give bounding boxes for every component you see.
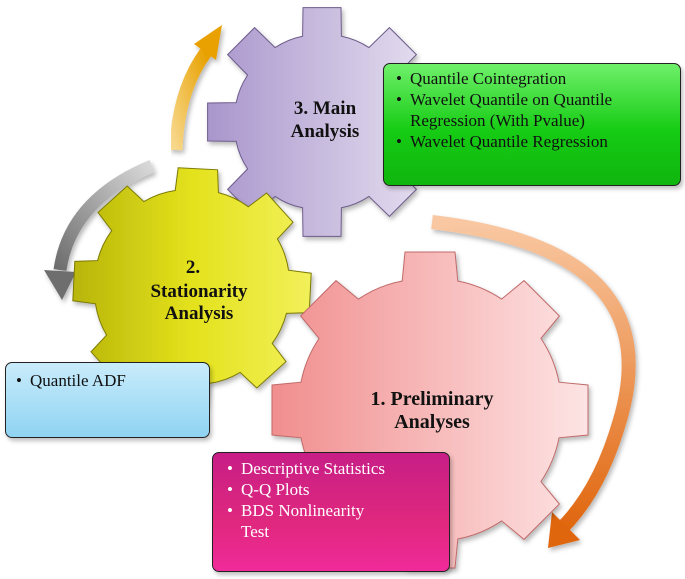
gear-stationarity-label-line1: 2. bbox=[186, 257, 200, 278]
preliminary-item-continuation: Test bbox=[241, 522, 270, 541]
gear-preliminary-label-line1: 1. Preliminary bbox=[371, 388, 494, 410]
main-analysis-item: Wavelet Quantile on Quantile bbox=[394, 89, 672, 110]
gear-preliminary-label-line2: Analyses bbox=[394, 411, 470, 433]
preliminary-box: Descriptive Statistics Q-Q Plots BDS Non… bbox=[212, 452, 450, 572]
gear-stationarity-label-line2: Stationarity bbox=[150, 281, 248, 302]
main-analysis-item: Wavelet Quantile Regression bbox=[394, 131, 672, 152]
main-analysis-item: Quantile Cointegration bbox=[394, 68, 672, 89]
preliminary-item: Descriptive Statistics bbox=[225, 458, 443, 479]
preliminary-item: Q-Q Plots bbox=[225, 479, 443, 500]
main-analysis-item-continuation: Regression (With Pvalue) bbox=[410, 111, 585, 130]
arrow-top-icon bbox=[169, 25, 222, 151]
main-analysis-box: Quantile Cointegration Wavelet Quantile … bbox=[383, 63, 681, 186]
preliminary-item: BDS Nonlinearity bbox=[225, 500, 443, 521]
gear-main-label-line1: 3. Main bbox=[294, 98, 357, 119]
arrow-left-icon bbox=[44, 159, 155, 300]
stationarity-box: Quantile ADF bbox=[5, 362, 210, 438]
gear-stationarity-label-line3: Analysis bbox=[165, 303, 234, 324]
stationarity-item: Quantile ADF bbox=[14, 370, 203, 391]
arrow-right-icon bbox=[431, 215, 636, 548]
gear-main-label-line2: Analysis bbox=[291, 121, 360, 142]
